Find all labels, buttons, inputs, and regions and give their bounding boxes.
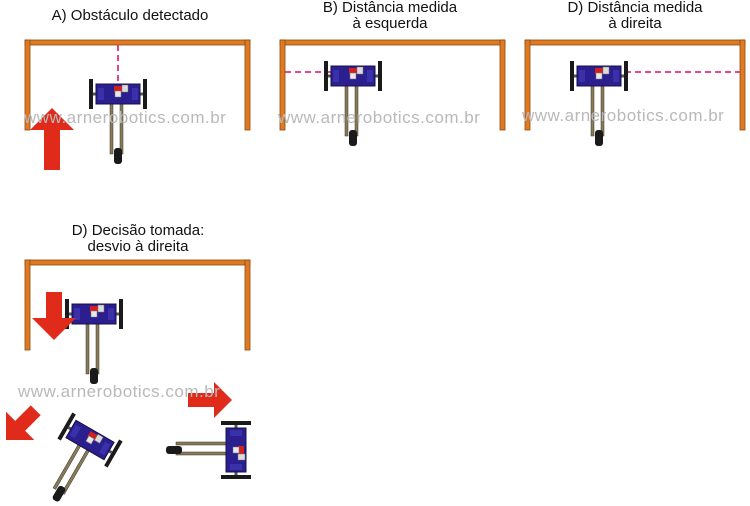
robot-b bbox=[323, 60, 383, 147]
caption-c: D) Distância medida à direita bbox=[535, 0, 735, 32]
caption-a-text: A) Obstáculo detectado bbox=[51, 7, 209, 24]
caption-b: B) Distância medida à esquerda bbox=[290, 0, 490, 32]
turn-right-arrow-icon bbox=[188, 382, 232, 418]
caption-b-line1: B) Distância medida bbox=[322, 0, 458, 16]
robot-c bbox=[569, 60, 629, 147]
caption-a: A) Obstáculo detectado bbox=[30, 8, 230, 24]
panel-c bbox=[524, 39, 746, 147]
panel-b bbox=[279, 39, 506, 147]
robot-d-turned bbox=[165, 420, 252, 480]
caption-d: D) Decisão tomada: desvio à direita bbox=[38, 223, 238, 255]
robot-d-start bbox=[64, 298, 124, 385]
caption-d-line1: D) Decisão tomada: bbox=[71, 222, 205, 239]
wall-a bbox=[24, 39, 251, 131]
panel-a bbox=[24, 39, 251, 170]
robot-d-reversing bbox=[29, 412, 124, 506]
watermark-c: www.arnerobotics.com.br bbox=[522, 106, 725, 125]
panel-d bbox=[6, 259, 252, 506]
watermark-b: www.arnerobotics.com.br bbox=[278, 108, 481, 127]
caption-b-line2: à esquerda bbox=[352, 15, 428, 32]
reverse-arrow-icon bbox=[32, 292, 76, 340]
watermark-a: www.arnerobotics.com.br bbox=[24, 108, 227, 127]
caption-c-line2: à direita bbox=[608, 15, 662, 32]
wall-c bbox=[524, 39, 746, 131]
reverse-diagonal-arrow-icon bbox=[6, 405, 41, 440]
wall-d bbox=[24, 259, 251, 351]
caption-c-line1: D) Distância medida bbox=[567, 0, 703, 16]
wall-b bbox=[279, 39, 506, 131]
caption-d-line2: desvio à direita bbox=[87, 238, 189, 255]
watermark-d: www.arnerobotics.com.br bbox=[18, 382, 221, 401]
